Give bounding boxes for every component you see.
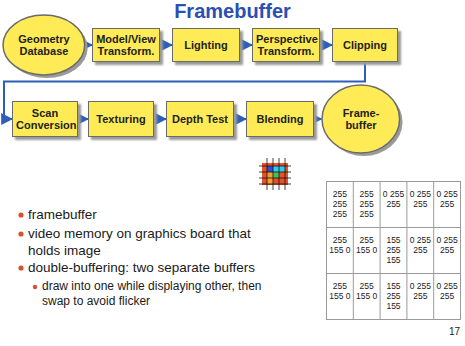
table-cell: 0 255 255 [409,281,431,301]
node-label: Perspective Transform. [256,33,316,57]
node-label: Scan Conversion [16,107,74,131]
process-box: Model/View Transform. [92,28,160,62]
table-cell: 155 255 155 [383,235,405,265]
node-label: Lighting [184,39,227,51]
node-label: Depth Test [172,113,228,125]
table-cell: 0 255 255 [409,235,431,255]
table-cell: 0 255 255 [383,189,405,209]
table-cell: 255 255 255 [356,189,378,219]
process-box: Scan Conversion [12,101,78,137]
table-cell: 255 155 0 [356,281,378,301]
terminal-ellipse: Frame- buffer [321,84,401,154]
table-cell: 155 255 155 [383,281,405,311]
bullet-text: video memory on graphics board that hold… [28,225,278,259]
node-label: Texturing [96,113,145,125]
flow-arrow [160,44,172,46]
table-cell: 255 155 0 [329,281,351,301]
node-label: Clipping [343,39,387,51]
node-label: Model/View Transform. [96,33,156,57]
process-box: Texturing [88,101,154,137]
node-label: Geometry Database [17,33,72,57]
flow-arrow [78,118,88,120]
table-cell: 0 255 255 [409,189,431,209]
process-box: Depth Test [166,101,234,137]
sub-bullet-text: draw into one while displaying other, th… [42,279,277,309]
table-cell: 255 155 0 [356,235,378,255]
process-box: Clipping [332,28,398,62]
table-cell: 255 255 255 [329,189,351,219]
pixel-grid-icon [259,158,291,190]
bullet-text: framebuffer [28,206,278,223]
flow-arrow [234,118,246,120]
process-box: Lighting [172,28,240,62]
process-box: Perspective Transform. [252,28,320,62]
table-cell: 255 155 0 [329,235,351,255]
table-cell: 0 255 255 [436,189,458,209]
pixel-table-grid [327,182,461,320]
node-label: Frame- buffer [335,107,387,131]
flow-arrow [314,118,321,120]
table-cell: 0 255 255 [436,235,458,255]
process-box: Blending [246,101,314,137]
flow-arrow [320,44,332,46]
flow-arrow [240,44,252,46]
node-label: Blending [256,113,303,125]
terminal-ellipse: Geometry Database [2,14,86,76]
slide-title: Framebuffer [0,0,465,23]
table-cell: 0 255 255 [436,281,458,301]
page-number: 17 [440,326,460,338]
flow-arrow [154,118,166,120]
bullet-text: double-buffering: two separate buffers [28,259,288,276]
